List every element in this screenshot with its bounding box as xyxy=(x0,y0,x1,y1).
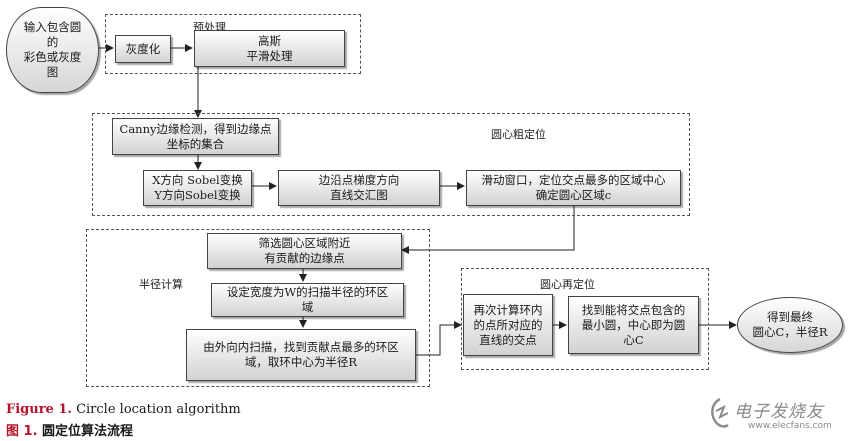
scan-radius-box: 由外向内扫描，找到贡献点最多的环区 域，取环中心为半径R xyxy=(186,329,416,381)
filter-edge-points-box: 筛选圆心区域附近 有贡献的边缘点 xyxy=(207,233,402,269)
sobel-transform-box: X方向 Sobel变换 Y方向Sobel变换 xyxy=(143,170,252,206)
figure-caption-english: Figure 1. Circle location algorithm xyxy=(6,402,241,417)
group-refine-center xyxy=(461,268,709,370)
ring-region-box: 设定宽度为W的扫描半径的环区 域 xyxy=(211,283,404,317)
input-image-node: 输入包含圆 的 彩色或灰度 图 xyxy=(6,7,99,93)
group-coarse-center-label: 圆心粗定位 xyxy=(491,128,546,141)
elecfans-watermark: 电子发烧友 www.elecfans.com xyxy=(704,395,844,439)
figure-caption-chinese: 图 1. 圆定位算法流程 xyxy=(6,420,133,439)
figure-title-chinese: 圆定位算法流程 xyxy=(42,424,134,439)
grayscale-box: 灰度化 xyxy=(115,35,171,63)
sliding-window-box: 滑动窗口，定位交点最多的区域中心 确定圆心区域c xyxy=(466,170,681,206)
min-enclosing-circle-box: 找到能将交点包含的 最小圆，中心即为圆 心C xyxy=(568,296,699,354)
canny-edge-box: Canny边缘检测，得到边缘点 坐标的集合 xyxy=(112,118,279,155)
figure-label-chinese: 图 1. xyxy=(6,424,38,439)
final-result-node: 得到最终 圆心C，半径R xyxy=(737,297,843,353)
arrow-sliding-to-filter xyxy=(401,206,575,254)
watermark-url: www.elecfans.com xyxy=(748,421,832,431)
recompute-intersections-box: 再次计算环内 的点所对应的 直线的交点 xyxy=(463,294,553,356)
group-radius-label: 半径计算 xyxy=(139,278,183,291)
group-refine-center-label: 圆心再定位 xyxy=(540,278,595,291)
figure-title-english: Circle location algorithm xyxy=(76,402,241,417)
group-preprocess xyxy=(105,14,361,74)
group-radius xyxy=(86,229,430,387)
arrow-scan-to-recompute xyxy=(416,321,462,356)
elecfans-logo-icon xyxy=(711,397,729,428)
gaussian-smoothing-box: 高斯 平滑处理 xyxy=(194,30,345,67)
watermark-text: 电子发烧友 xyxy=(734,402,824,422)
figure-label-english: Figure 1. xyxy=(6,402,72,417)
gradient-intersection-box: 边沿点梯度方向 直线交汇图 xyxy=(278,170,440,206)
group-coarse-center xyxy=(92,113,690,216)
